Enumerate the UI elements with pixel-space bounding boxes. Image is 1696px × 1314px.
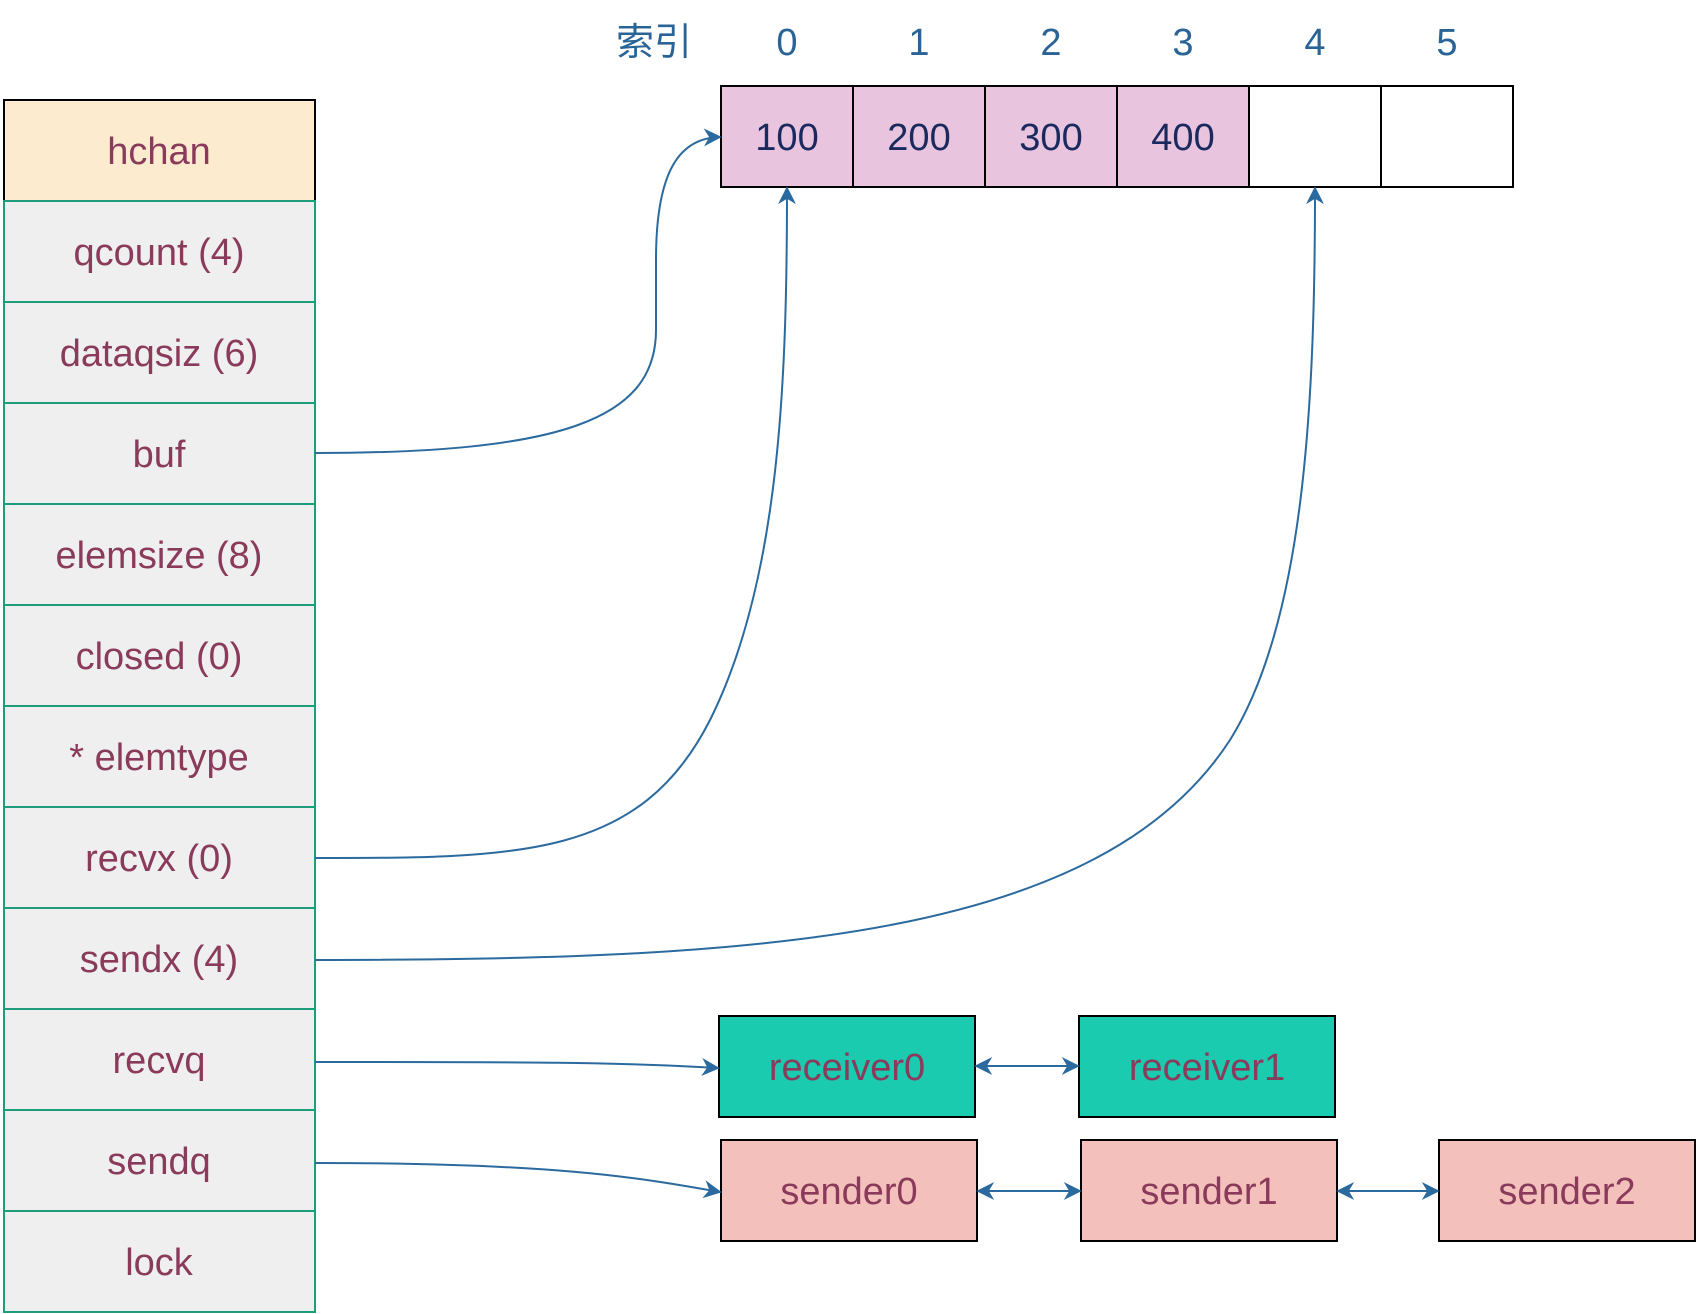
buffer-cell: 200 [852,85,986,188]
recvx-pointer-arrow [314,186,796,859]
buffer-cell [1248,85,1382,188]
buffer-value: 100 [755,117,818,159]
index-number: 3 [1172,22,1193,64]
receiver-node: receiver1 [1078,1015,1336,1118]
buffer-value: 200 [887,117,950,159]
sender-node: sender0 [720,1139,978,1242]
field-label: closed (0) [76,636,243,678]
recvq-pointer-arrow [314,1058,720,1076]
field-elemtype: * elemtype [3,705,316,808]
field-recvq: recvq [3,1008,316,1111]
field-label: qcount (4) [73,232,244,274]
index-label: 索引 [616,22,692,64]
hchan-struct: hchan qcount (4) dataqsiz (6) buf elemsi… [3,99,316,1313]
field-label: recvq [113,1040,206,1082]
sendq-list: sender0 sender1 sender2 [720,1139,1696,1242]
hchan-header: hchan [3,99,316,202]
receiver-node: receiver0 [718,1015,976,1118]
buffer-cell: 300 [984,85,1118,188]
sender-node: sender2 [1438,1139,1696,1242]
sender-label: sender2 [1498,1171,1635,1213]
field-label: elemsize (8) [56,535,263,577]
field-sendx: sendx (4) [3,907,316,1010]
field-recvx: recvx (0) [3,806,316,909]
buffer-value: 400 [1151,117,1214,159]
index-number: 2 [1040,22,1061,64]
field-label: * elemtype [69,737,249,779]
index-number: 4 [1304,22,1325,64]
hchan-title: hchan [107,131,211,173]
buffer-cell: 100 [720,85,854,188]
connectors [314,128,1440,1200]
field-label: sendx (4) [80,939,238,981]
field-label: dataqsiz (6) [60,333,259,375]
receiver-label: receiver1 [1129,1047,1285,1089]
field-label: buf [133,434,186,476]
field-label: recvx (0) [85,838,233,880]
field-label: sendq [107,1141,211,1183]
index-number: 0 [776,22,797,64]
field-label: lock [125,1242,194,1284]
buffer-cell: 400 [1116,85,1250,188]
sendq-pointer-arrow [314,1162,722,1199]
sender-label: sender1 [1140,1171,1277,1213]
buffer-array: 100 200 300 400 [720,85,1514,188]
field-sendq: sendq [3,1109,316,1212]
index-number: 5 [1436,22,1457,64]
field-elemsize: elemsize (8) [3,503,316,606]
buffer-value: 300 [1019,117,1082,159]
buffer-cell [1380,85,1514,188]
field-qcount: qcount (4) [3,200,316,303]
field-buf: buf [3,402,316,505]
index-header: 索引 0 1 2 3 4 5 [616,22,1458,64]
sender-node: sender1 [1080,1139,1338,1242]
sendx-pointer-arrow [314,186,1324,961]
field-closed: closed (0) [3,604,316,707]
field-lock: lock [3,1210,316,1313]
field-dataqsiz: dataqsiz (6) [3,301,316,404]
index-number: 1 [908,22,929,64]
receiver-label: receiver0 [769,1047,925,1089]
recvq-list: receiver0 receiver1 [718,1015,1336,1118]
buf-pointer-arrow [314,128,722,454]
sender-label: sender0 [780,1171,917,1213]
